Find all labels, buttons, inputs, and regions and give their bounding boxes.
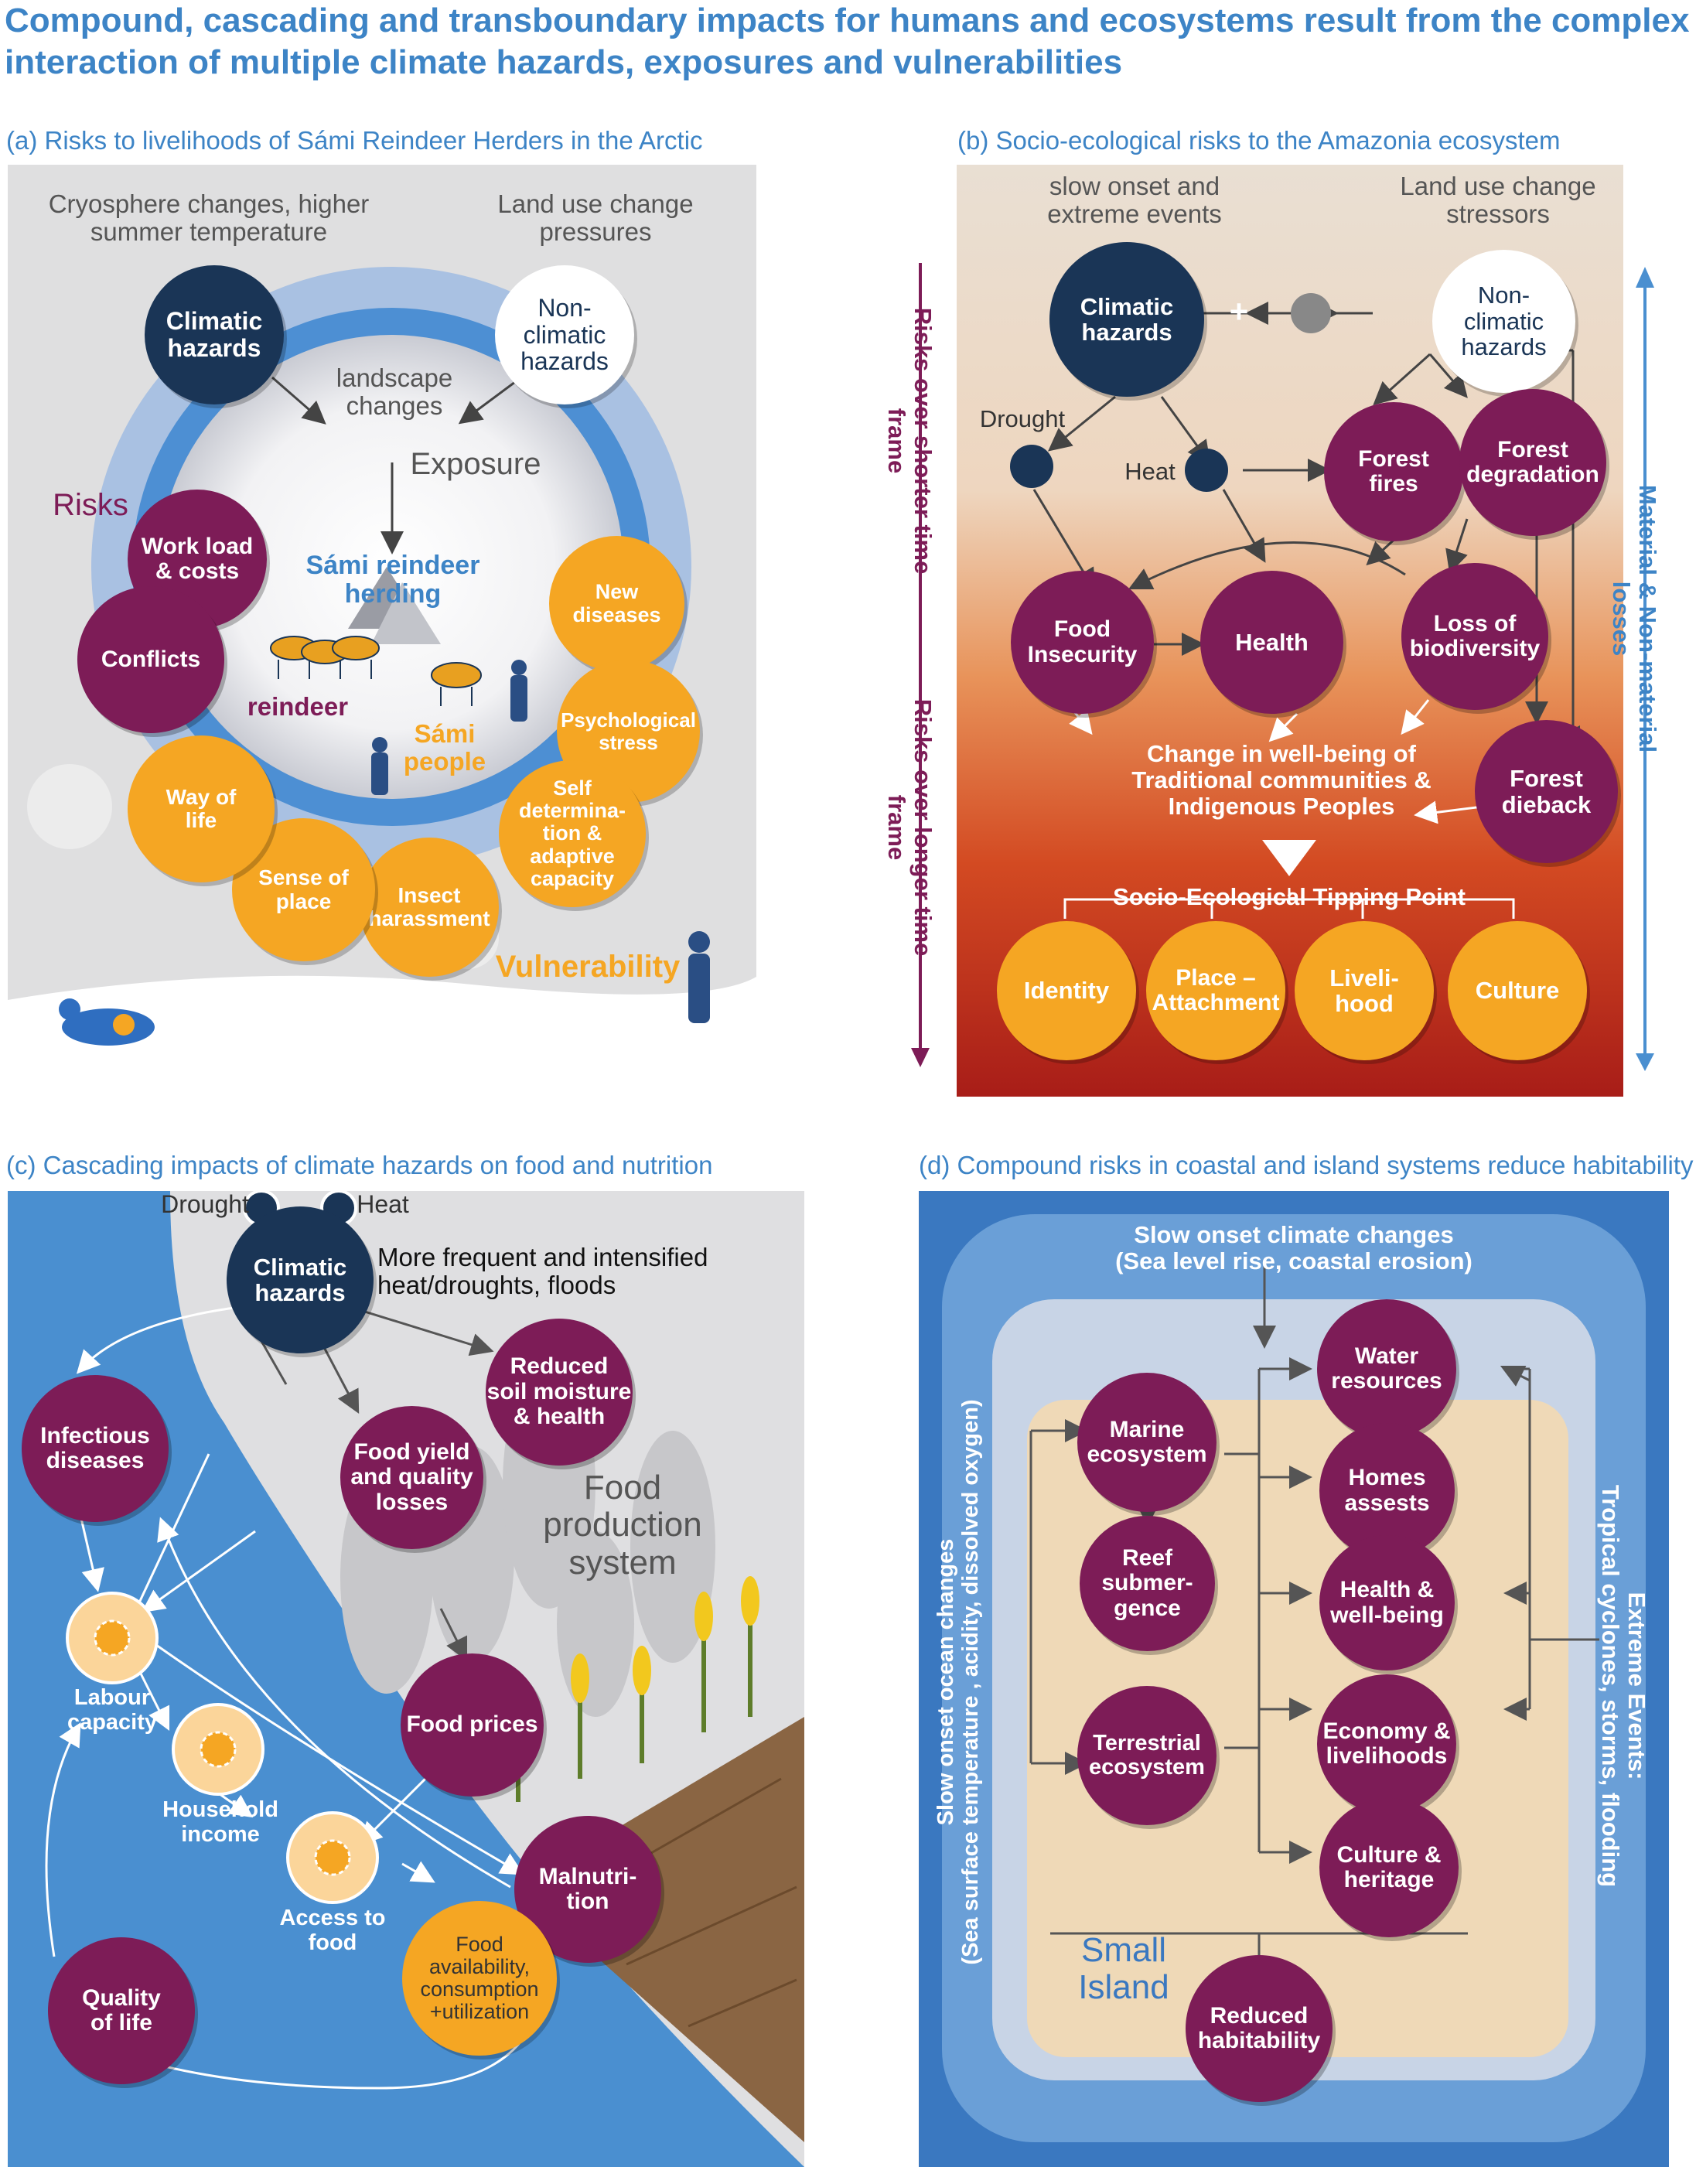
non-climatic-hazards-node: Non- climatic hazards [495,265,634,404]
panel-b: + slow onset and extreme events Land use… [957,165,1623,1097]
climatic-hazards-node: Climatic hazards [145,265,284,404]
extreme-events-label: Extreme Events: Tropical cyclones, storm… [1596,1484,1650,1888]
health-wellbeing-node: Health & well-being [1319,1535,1455,1670]
culture-heritage-node: Culture & heritage [1319,1798,1459,1937]
vulnerability-label: Vulnerability [495,950,681,984]
access-to-food-label: Access to food [279,1906,386,1955]
figure-title: Compound, cascading and transboundary im… [5,2,1690,81]
wellbeing-label: Change in well-being of Traditional comm… [1131,740,1432,821]
sami-herding-title: Sámi reindeer herding [305,551,480,609]
insect-harassment-node: Insect harassment [360,838,499,977]
more-frequent-label: More frequent and intensified heat/droug… [377,1243,708,1300]
drought-dot [1010,445,1053,488]
infectious-diseases-node: Infectious diseases [22,1375,169,1522]
panel-d: Slow onset climate changes (Sea level ri… [919,1191,1669,2167]
forest-fires-node: Forest fires [1324,402,1463,541]
exposure-label: Exposure [410,447,541,481]
household-income-icon [172,1703,264,1796]
labour-capacity-label: Labour capacity [67,1685,158,1735]
culture-node: Culture [1448,921,1587,1060]
non-climatic-hazards-node: Non- climatic hazards [1432,250,1575,393]
identity-node: Identity [997,921,1136,1060]
climatic-hazards-node: Climatic hazards [227,1206,374,1353]
plus-circle [1291,293,1331,333]
cracked-soil-icon [518,1717,804,2142]
self-determination-node: Self determina- tion & adaptive capacity [499,760,646,907]
psychological-stress-node: Psychological stress [557,660,700,803]
reindeer-corner-icon [59,998,155,1046]
longer-time-axis-label: Risks over longer time frame [882,698,937,957]
plus-sign: + [1229,293,1249,329]
forest-dieback-node: Forest dieback [1475,720,1618,863]
food-yield-node: Food yield and quality losses [340,1406,483,1549]
climatic-hazards-node: Climatic hazards [1049,242,1204,397]
conflicts-risk: Conflicts [77,586,224,733]
loss-of-biodiversity-node: Loss of biodiversity [1401,563,1548,710]
panel-a-title: (a) Risks to livelihoods of Sámi Reindee… [6,126,703,155]
food-production-label: Food production system [543,1469,702,1582]
shorter-time-axis-label: Risks over shorter time frame [882,307,937,575]
slow-onset-label: slow onset and extreme events [1047,172,1222,229]
panel-a: Cryosphere changes, higher summer temper… [8,165,756,1066]
slow-onset-ocean-label: Slow onset ocean changes (Sea surface te… [933,1399,983,1965]
reef-submergence-node: Reef submer- gence [1080,1516,1215,1651]
land-use-stressors-label: Land use change stressors [1400,172,1596,229]
panel-b-title: (b) Socio-ecological risks to the Amazon… [957,126,1561,155]
food-insecurity-node: Food Insecurity [1011,571,1154,714]
herder-icon [371,660,710,1023]
landscape-changes-label: landscape changes [336,363,453,421]
livelihood-node: Liveli- hood [1295,921,1434,1060]
drought-label: Drought [979,405,1066,432]
tipping-point-label: Socio-Ecological Tipping Point [1113,883,1466,910]
sami-people-label: Sámi people [403,719,486,776]
health-node: Health [1200,571,1343,714]
place-attachment-node: Place – Attachment [1146,921,1285,1060]
forest-degradation-node: Forest degradation [1459,389,1606,536]
maize-plants-icon [509,1576,759,1802]
risks-label: Risks [53,488,128,522]
food-availability-node: Food availability, consumption +utilizat… [402,1901,557,2056]
work-load-risk: Work load & costs [128,490,267,629]
reindeer-group-icon [270,636,380,679]
quality-of-life-node: Quality of life [48,1937,195,2084]
reduced-soil-node: Reduced soil moisture & health [486,1319,633,1466]
small-island-label: Small Island [1078,1931,1169,2007]
tipping-triangle-icon [1262,840,1316,876]
heat-label: Heat [1124,458,1176,485]
access-to-food-icon [286,1811,379,1904]
slow-onset-climate-label: Slow onset climate changes (Sea level ri… [1115,1221,1472,1275]
marine-ecosystem-node: Marine ecosystem [1077,1373,1217,1512]
cryosphere-label: Cryosphere changes, higher summer temper… [48,189,370,247]
water-resources-node: Water resources [1317,1299,1456,1438]
reduced-habitability-node: Reduced habitability [1186,1955,1333,2102]
panel-d-title: (d) Compound risks in coastal and island… [919,1151,1694,1179]
material-losses-axis-label: Material & Non-material losses [1607,484,1661,753]
panel-a-graphics [8,267,756,1066]
new-diseases-node: New diseases [549,536,684,671]
food-prices-node: Food prices [401,1653,544,1797]
reindeer-single-icon [431,662,482,706]
terrestrial-ecosystem-node: Terrestrial ecosystem [1077,1686,1217,1825]
way-of-life-node: Way of life [128,735,275,882]
land-use-label: Land use change pressures [497,189,694,247]
heat-dot [1185,449,1228,492]
household-income-label: Household income [162,1797,278,1847]
economy-livelihoods-node: Economy & livelihoods [1317,1674,1456,1814]
labour-capacity-icon [66,1592,159,1684]
heat-label: Heat [357,1191,409,1218]
panel-c-title: (c) Cascading impacts of climate hazards… [6,1151,713,1179]
drought-label: Drought [161,1191,249,1218]
reindeer-label: reindeer [247,692,349,721]
panel-c: Drought Heat Climatic hazards More frequ… [8,1191,804,2167]
